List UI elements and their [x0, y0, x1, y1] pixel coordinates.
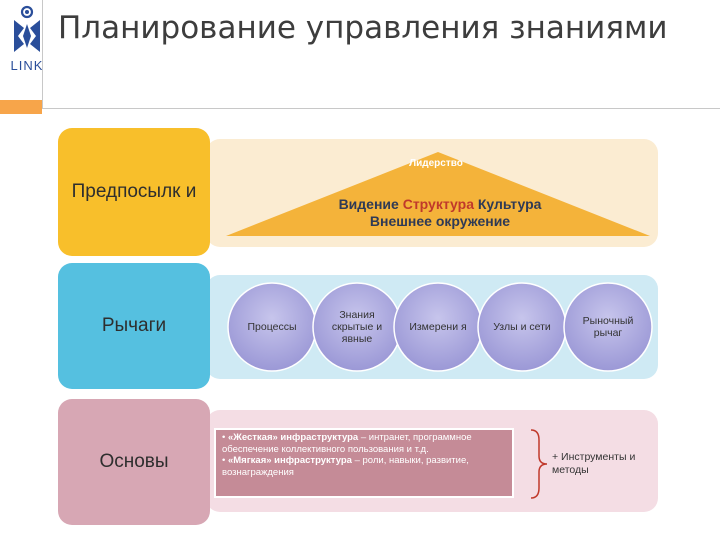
levers-circles	[227, 282, 653, 372]
hard-infrastructure-title: «Жесткая» инфраструктура	[227, 432, 359, 443]
accent-bar	[0, 100, 42, 114]
link-logo: LINK	[4, 4, 50, 76]
logo-emblem-icon: LINK	[11, 5, 44, 73]
soft-infrastructure-title: «Мягкая» инфраструктура	[227, 455, 352, 466]
foundations-label: Основы	[99, 451, 169, 472]
prerequisites-line1: Видение Структура Культура	[290, 196, 590, 213]
culture-label: Культура	[477, 196, 542, 212]
levers-label: Рычаги	[101, 315, 167, 336]
infrastructure-box: • «Жесткая» инфраструктура – интранет, п…	[214, 428, 514, 498]
foundations-label-block: Основы	[58, 399, 210, 525]
logo-text: LINK	[11, 58, 44, 73]
circle-label-processes: Процессы	[247, 321, 297, 333]
tools-methods-note: + Инструменты и методы	[552, 451, 636, 476]
circle-label-measurement: Измерени я	[409, 321, 467, 333]
circle-label-market: Рыночный рычаг	[582, 315, 634, 339]
header-divider-vertical	[42, 0, 43, 108]
hard-infrastructure-text: – интранет, программное обеспечение колл…	[222, 432, 472, 455]
prerequisites-triangle	[226, 152, 650, 236]
levers-label-block: Рычаги	[58, 263, 210, 389]
leadership-label: Лидерство	[409, 158, 463, 169]
bullet-soft-infrastructure: • «Мягкая» инфраструктура – роли, навыки…	[222, 455, 469, 478]
prerequisites-label-block: Предпосылк и	[58, 128, 210, 256]
soft-infrastructure-text: – роли, навыки, развитие, вознаграждения	[222, 455, 469, 478]
prerequisites-label: Предпосылк и	[71, 181, 197, 202]
circle-label-nodes: Узлы и сети	[493, 321, 551, 333]
circle-label-knowledge: Знания скрытые и явные	[331, 309, 383, 345]
slide-title: Планирование управления знаниями	[58, 10, 668, 46]
bullet-hard-infrastructure: • «Жесткая» инфраструктура – интранет, п…	[222, 432, 472, 455]
circle-market	[563, 282, 653, 372]
right-brace-icon	[530, 429, 548, 499]
external-environment-label: Внешнее окружение	[369, 213, 511, 229]
vision-label: Видение	[338, 196, 399, 212]
header-divider	[42, 108, 720, 109]
structure-label: Структура	[402, 196, 474, 212]
